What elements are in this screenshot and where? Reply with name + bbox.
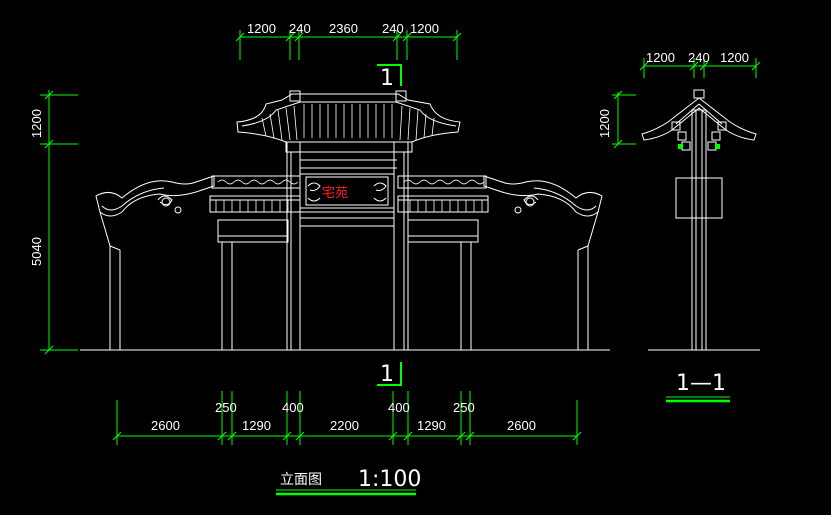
- dim-bottom-r1-1: 250: [215, 400, 237, 415]
- dim-bottom-r2-3: 2200: [330, 418, 359, 433]
- dim-left-2: 5040: [29, 237, 44, 266]
- section-title: 1—1: [676, 371, 726, 396]
- elevation-title-underline: [276, 489, 416, 496]
- dim-bottom-r2-5: 2600: [507, 418, 536, 433]
- elevation-dimensions: [40, 30, 582, 445]
- section-green-accents: [678, 144, 720, 149]
- section-dim-top-1: 1200: [646, 50, 675, 65]
- section-dim-left: 1200: [597, 109, 612, 138]
- section-mark-bottom: 1: [380, 362, 394, 387]
- dim-top-2: 240: [289, 21, 311, 36]
- elevation-top-dim-labels: 1200 240 2360 240 1200: [247, 21, 439, 36]
- elevation-left-dim-labels: 1200 5040: [29, 109, 44, 266]
- dim-top-1: 1200: [247, 21, 276, 36]
- plaque-inscription: 宅苑: [322, 186, 348, 201]
- section-dim-top-2: 240: [688, 50, 710, 65]
- dim-top-4: 240: [382, 21, 404, 36]
- section-title-underline: [666, 396, 730, 403]
- dim-bottom-r1-2: 400: [282, 400, 304, 415]
- section-mark-top: 1: [380, 66, 394, 91]
- elevation-title: 立面图: [280, 472, 322, 488]
- dim-top-5: 1200: [410, 21, 439, 36]
- dim-bottom-r2-4: 1290: [417, 418, 446, 433]
- dim-bottom-r2-2: 1290: [242, 418, 271, 433]
- elevation-scale: 1:100: [358, 467, 421, 492]
- dim-bottom-r1-3: 400: [388, 400, 410, 415]
- section-dimensions: [612, 58, 761, 149]
- elevation-bottom-dim-labels: 250 400 400 250 2600 1290 2200 1290 2600: [151, 400, 536, 433]
- section-dim-labels: 1200 240 1200 1200: [597, 50, 749, 138]
- dim-top-3: 2360: [329, 21, 358, 36]
- dim-left-1: 1200: [29, 109, 44, 138]
- dim-bottom-r1-4: 250: [453, 400, 475, 415]
- archway-elevation: [80, 90, 610, 351]
- section-dim-top-3: 1200: [720, 50, 749, 65]
- dim-bottom-r2-1: 2600: [151, 418, 180, 433]
- section-drawing: [641, 89, 760, 351]
